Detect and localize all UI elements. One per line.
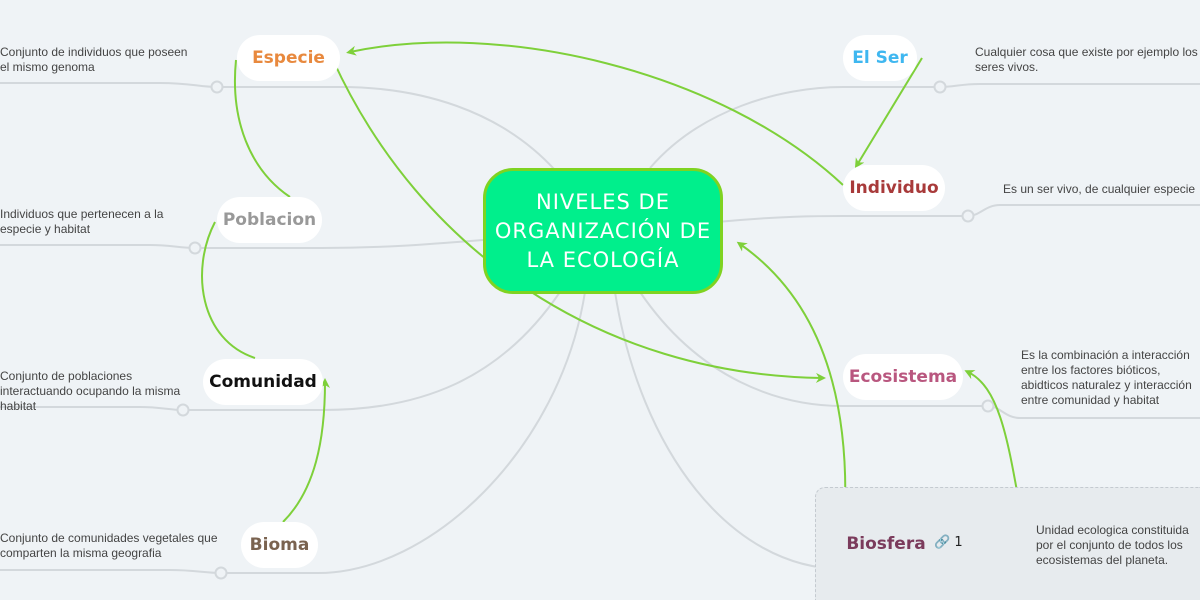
description-el-ser: Cualquier cosa que existe por ejemplo lo… bbox=[975, 45, 1198, 74]
link-indicator[interactable]: 🔗 1 bbox=[934, 535, 963, 550]
biosfera-group bbox=[815, 487, 1200, 600]
node-ecosistema[interactable]: Ecosistema bbox=[843, 354, 963, 400]
branch-ecosistema bbox=[639, 291, 1200, 419]
central-topic[interactable]: NIVELES DE ORGANIZACIÓN DE LA ECOLOGÍA bbox=[483, 168, 723, 294]
relation-bioma-comunidad bbox=[282, 378, 330, 523]
description-individuo: Es un ser vivo, de cualquier especie bbox=[1003, 182, 1196, 196]
branch-poblacion bbox=[0, 239, 484, 249]
collapse-handle-bioma bbox=[214, 566, 228, 580]
collapse-handle-poblacion bbox=[188, 241, 202, 255]
description-poblacion: Individuos que pertenecen a la especie y… bbox=[0, 207, 164, 236]
collapse-handle-especie bbox=[210, 80, 224, 94]
link-count: 1 bbox=[954, 535, 963, 550]
branch-el-ser bbox=[649, 83, 1200, 169]
branch-bioma bbox=[0, 291, 586, 574]
node-individuo[interactable]: Individuo bbox=[843, 165, 945, 211]
node-bioma[interactable]: Bioma bbox=[241, 522, 318, 568]
description-especie: Conjunto de individuos que poseen el mis… bbox=[0, 45, 188, 74]
node-label: El Ser bbox=[852, 48, 908, 68]
description-ecosistema: Es la combinación a interacción entre lo… bbox=[1021, 348, 1192, 407]
description-biosfera: Unidad ecologica constituida por el conj… bbox=[1036, 523, 1189, 567]
collapse-handle-comunidad bbox=[176, 403, 190, 417]
node-biosfera[interactable]: Biosfera bbox=[843, 521, 929, 567]
node-label: Bioma bbox=[249, 535, 310, 555]
node-comunidad[interactable]: Comunidad bbox=[203, 359, 323, 405]
collapse-handle-ecosistema bbox=[981, 399, 995, 413]
node-label: Individuo bbox=[849, 178, 939, 198]
branch-individuo bbox=[716, 204, 1200, 223]
collapse-handle-el-ser bbox=[933, 80, 947, 94]
node-label: Biosfera bbox=[846, 534, 926, 554]
collapse-handle-individuo bbox=[961, 209, 975, 223]
node-poblacion[interactable]: Poblacion bbox=[217, 197, 322, 243]
node-especie[interactable]: Especie bbox=[237, 35, 340, 81]
description-bioma: Conjunto de comunidades vegetales que co… bbox=[0, 531, 218, 560]
node-label: Comunidad bbox=[209, 372, 317, 392]
node-label: Especie bbox=[252, 48, 325, 68]
node-el-ser[interactable]: El Ser bbox=[843, 35, 917, 81]
node-label: Poblacion bbox=[222, 210, 317, 230]
central-topic-label: NIVELES DE ORGANIZACIÓN DE LA ECOLOGÍA bbox=[494, 189, 712, 272]
relation-individuo-especie bbox=[346, 41, 844, 186]
branch-especie bbox=[0, 82, 556, 171]
relation-poblacion-comunidad bbox=[201, 221, 256, 359]
branch-comunidad bbox=[0, 291, 561, 411]
relation-especie-poblacion bbox=[234, 59, 291, 198]
description-comunidad: Conjunto de poblaciones interactuando oc… bbox=[0, 369, 181, 413]
node-label: Ecosistema bbox=[848, 367, 958, 387]
link-icon: 🔗 bbox=[934, 535, 951, 550]
relation-elser-individuo bbox=[854, 57, 923, 169]
